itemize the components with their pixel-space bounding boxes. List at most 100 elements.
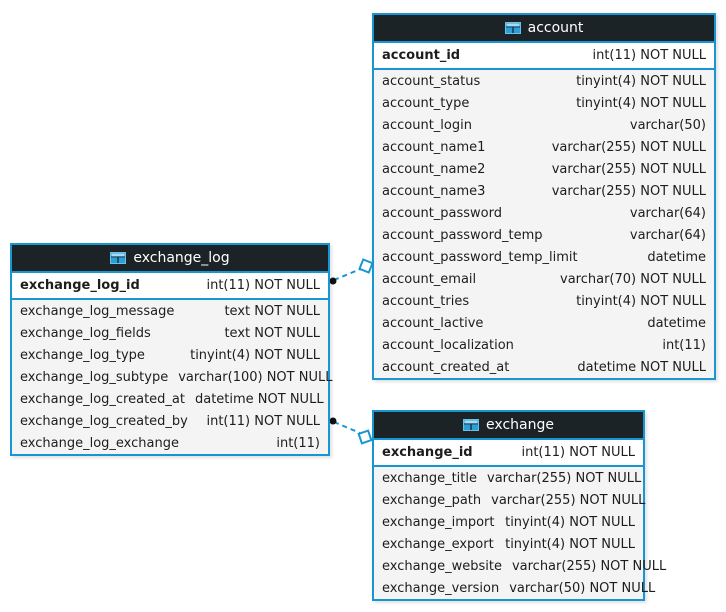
column-type: int(11) [276, 435, 320, 451]
column-row[interactable]: account_name3 varchar(255) NOT NULL [374, 180, 714, 202]
column-name: exchange_log_id [20, 278, 140, 293]
column-type: varchar(255) NOT NULL [551, 161, 706, 177]
column-name: account_lactive [382, 315, 484, 331]
column-type: datetime [647, 315, 706, 331]
column-row[interactable]: account_localization int(11) [374, 334, 714, 356]
column-row[interactable]: account_tries tinyint(4) NOT NULL [374, 290, 714, 312]
relationship-diamond-icon [357, 429, 373, 445]
column-name: account_status [382, 73, 481, 89]
column-row[interactable]: exchange_log_exchange int(11) [12, 432, 328, 454]
column-type: varchar(70) NOT NULL [560, 271, 706, 287]
primary-key-section: exchange_id int(11) NOT NULL [374, 440, 643, 467]
column-row[interactable]: account_type tinyint(4) NOT NULL [374, 92, 714, 114]
column-row[interactable]: account_email varchar(70) NOT NULL [374, 268, 714, 290]
column-type: int(11) NOT NULL [521, 445, 635, 460]
column-row[interactable]: exchange_log_type tinyint(4) NOT NULL [12, 344, 328, 366]
column-name: account_name1 [382, 139, 486, 155]
column-type: varchar(255) NOT NULL [487, 470, 642, 486]
column-name: account_email [382, 271, 477, 287]
column-type: int(11) NOT NULL [592, 48, 706, 63]
column-name: exchange_website [382, 558, 502, 574]
column-row[interactable]: exchange_log_id int(11) NOT NULL [12, 273, 328, 298]
column-type: int(11) NOT NULL [206, 278, 320, 293]
column-name: exchange_import [382, 514, 495, 530]
column-row[interactable]: account_password_temp_limit datetime [374, 246, 714, 268]
column-row[interactable]: account_lactive datetime [374, 312, 714, 334]
column-name: exchange_version [382, 580, 500, 596]
column-type: varchar(100) NOT NULL [178, 369, 333, 385]
column-type: varchar(255) NOT NULL [491, 492, 646, 508]
column-row[interactable]: account_password varchar(64) [374, 202, 714, 224]
column-row[interactable]: exchange_log_created_at datetime NOT NUL… [12, 388, 328, 410]
relationship-exchange-log-account[interactable] [329, 257, 376, 285]
relationship-line [333, 267, 364, 281]
column-row[interactable]: exchange_version varchar(50) NOT NULL [374, 577, 655, 599]
column-row[interactable]: exchange_log_message text NOT NULL [12, 300, 328, 322]
column-type: int(11) [662, 337, 706, 353]
column-name: exchange_log_fields [20, 325, 151, 341]
db-table-exchange_log[interactable]: exchange_log exchange_log_id int(11) NOT… [10, 243, 332, 456]
column-name: account_localization [382, 337, 514, 353]
column-row[interactable]: account_created_at datetime NOT NULL [374, 356, 714, 378]
db-table-header[interactable]: exchange [374, 412, 643, 440]
column-name: account_password_temp_limit [382, 249, 578, 265]
relationship-exchange-log-exchange[interactable] [329, 417, 375, 447]
column-row[interactable]: exchange_path varchar(255) NOT NULL [374, 489, 646, 511]
column-type: int(11) NOT NULL [206, 413, 320, 429]
column-name: account_id [382, 48, 461, 63]
column-type: tinyint(4) NOT NULL [190, 347, 320, 363]
table-title: exchange_log [133, 250, 230, 266]
column-row[interactable]: exchange_log_created_by int(11) NOT NULL [12, 410, 328, 432]
column-type: tinyint(4) NOT NULL [576, 95, 706, 111]
table-title: exchange [486, 417, 554, 433]
column-name: account_name3 [382, 183, 486, 199]
column-name: account_login [382, 117, 472, 133]
column-row[interactable]: account_login varchar(50) [374, 114, 714, 136]
column-name: exchange_log_created_by [20, 413, 188, 429]
column-type: varchar(255) NOT NULL [551, 183, 706, 199]
column-row[interactable]: account_status tinyint(4) NOT NULL [374, 70, 714, 92]
column-name: exchange_log_exchange [20, 435, 179, 451]
column-row[interactable]: account_name2 varchar(255) NOT NULL [374, 158, 714, 180]
db-table-account[interactable]: account account_id int(11) NOT NULL acco… [372, 13, 716, 380]
column-name: exchange_title [382, 470, 477, 486]
column-row[interactable]: account_name1 varchar(255) NOT NULL [374, 136, 714, 158]
db-table-exchange[interactable]: exchange exchange_id int(11) NOT NULL ex… [372, 410, 666, 601]
relationship-dot-icon [329, 277, 337, 285]
relationship-dot-icon [329, 417, 337, 425]
column-row[interactable]: exchange_import tinyint(4) NOT NULL [374, 511, 643, 533]
table-icon [110, 252, 127, 264]
column-type: datetime [647, 249, 706, 265]
columns-section: exchange_title varchar(255) NOT NULL exc… [374, 467, 666, 599]
columns-section: account_status tinyint(4) NOT NULL accou… [374, 70, 714, 378]
column-type: tinyint(4) NOT NULL [576, 293, 706, 309]
column-name: account_password [382, 205, 503, 221]
column-name: account_created_at [382, 359, 510, 375]
column-row[interactable]: account_password_temp varchar(64) [374, 224, 714, 246]
column-type: tinyint(4) NOT NULL [505, 514, 635, 530]
column-type: datetime NOT NULL [194, 391, 324, 407]
column-row[interactable]: exchange_title varchar(255) NOT NULL [374, 467, 643, 489]
primary-key-section: account_id int(11) NOT NULL [374, 43, 714, 70]
table-icon [504, 22, 521, 34]
column-name: exchange_log_type [20, 347, 145, 363]
column-type: datetime NOT NULL [577, 359, 706, 375]
column-name: exchange_path [382, 492, 482, 508]
db-table-header[interactable]: exchange_log [12, 245, 328, 273]
table-icon [463, 419, 480, 431]
column-row[interactable]: exchange_export tinyint(4) NOT NULL [374, 533, 643, 555]
column-type: varchar(255) NOT NULL [551, 139, 706, 155]
column-row[interactable]: exchange_log_fields text NOT NULL [12, 322, 328, 344]
column-name: exchange_log_message [20, 303, 175, 319]
db-table-header[interactable]: account [374, 15, 714, 43]
column-name: exchange_log_created_at [20, 391, 185, 407]
column-row[interactable]: exchange_id int(11) NOT NULL [374, 440, 643, 465]
column-type: text NOT NULL [224, 303, 320, 319]
column-name: exchange_export [382, 536, 494, 552]
column-row[interactable]: exchange_website varchar(255) NOT NULL [374, 555, 666, 577]
column-row[interactable]: exchange_log_subtype varchar(100) NOT NU… [12, 366, 332, 388]
column-name: account_type [382, 95, 470, 111]
column-row[interactable]: account_id int(11) NOT NULL [374, 43, 714, 68]
